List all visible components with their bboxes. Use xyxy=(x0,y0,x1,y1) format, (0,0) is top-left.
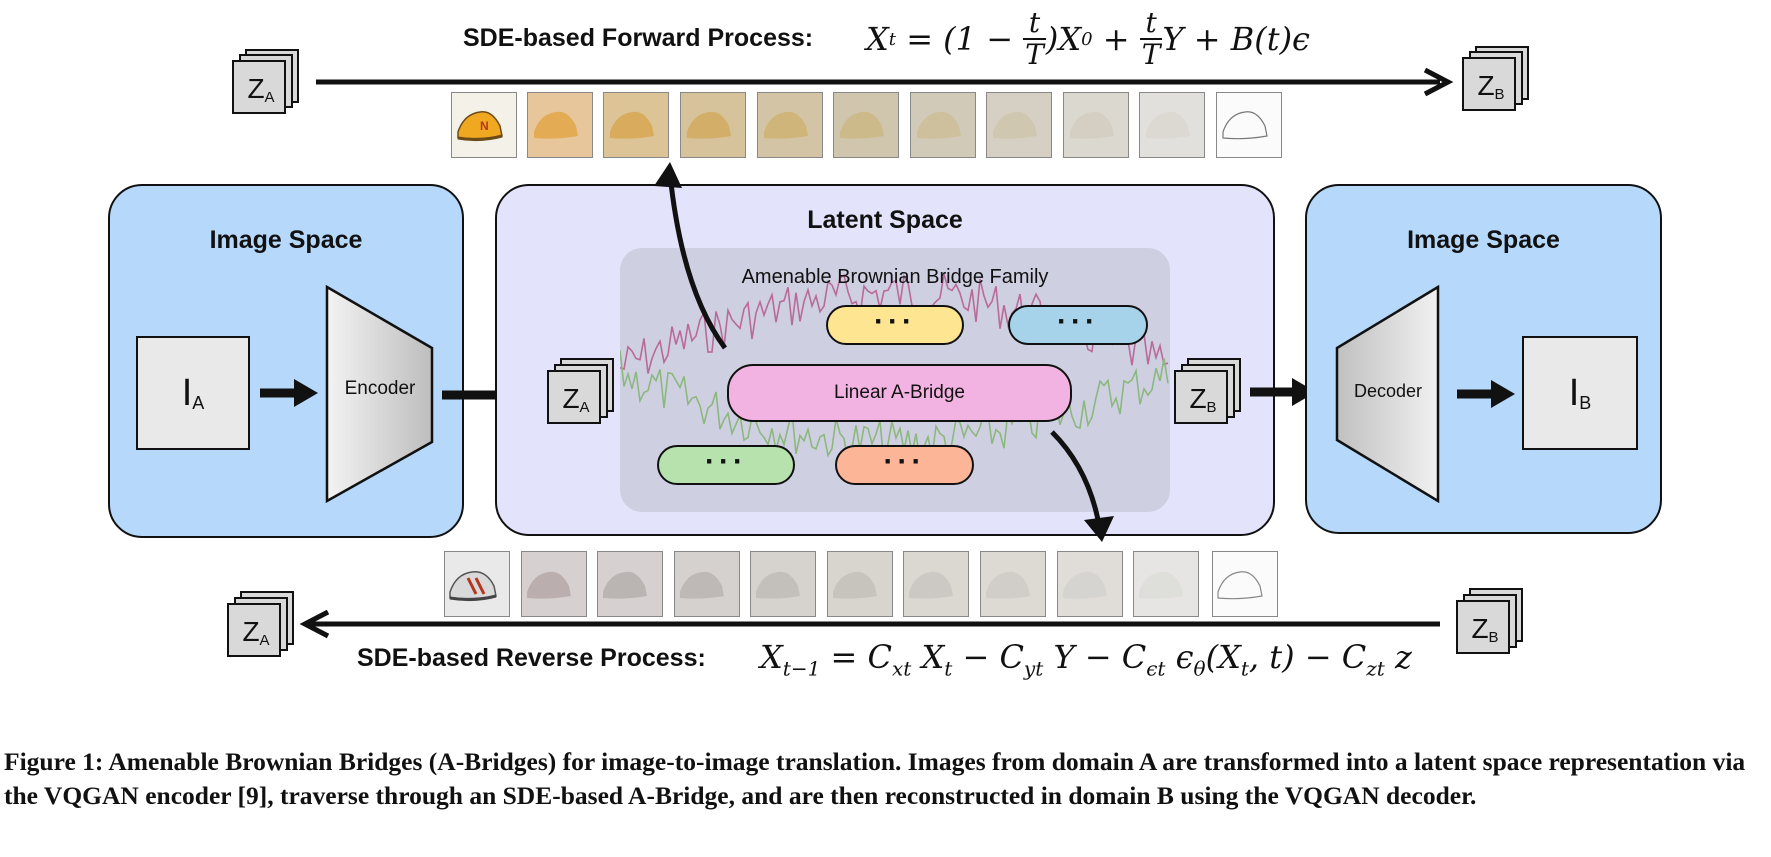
panel-title: Image Space xyxy=(209,226,363,254)
bridge-family-label: Amenable Brownian Bridge Family xyxy=(741,266,1049,288)
encoder-label: Encoder xyxy=(344,378,416,399)
arrow-ia-encoder xyxy=(260,379,318,407)
panel-title: Latent Space xyxy=(807,206,963,234)
bridge-pill-green: ··· xyxy=(657,445,795,485)
bridge-pill-orange: ··· xyxy=(835,445,974,485)
encoder-trapezoid xyxy=(325,285,434,503)
noisy-thumbnail xyxy=(903,551,969,617)
reverse-arrow xyxy=(300,610,1440,639)
sketch-thumbnail xyxy=(1216,92,1282,158)
arrow-decoder-ib xyxy=(1457,380,1515,408)
bridge-pill-yellow: ··· xyxy=(826,305,964,345)
reverse-formula: Xt−1 = Cxt Xt − Cyt Y − Cϵt ϵθ(Xt, t) − … xyxy=(760,638,1412,681)
bridge-pill-blue: ··· xyxy=(1008,305,1148,345)
decoder-trapezoid xyxy=(1335,285,1440,503)
forward-process-label: SDE-based Forward Process: xyxy=(463,24,814,52)
decoder-label: Decoder xyxy=(1353,381,1423,401)
panel-title: Image Space xyxy=(1407,226,1560,254)
reverse-process-label: SDE-based Reverse Process: xyxy=(357,644,706,672)
linear-a-bridge-pill: Linear A-Bridge xyxy=(727,364,1072,422)
curved-arrows xyxy=(654,162,1114,542)
sketch-thumbnail xyxy=(1212,551,1278,617)
arrow-zb-decoder xyxy=(1250,378,1316,406)
svg-text:N: N xyxy=(480,119,489,133)
forward-arrow xyxy=(316,68,1454,97)
forward-thumbnail-art: N xyxy=(457,111,1268,142)
reverse-thumbnail-art xyxy=(449,571,1263,602)
figure-caption: Figure 1: Amenable Brownian Bridges (A-B… xyxy=(4,747,1746,810)
